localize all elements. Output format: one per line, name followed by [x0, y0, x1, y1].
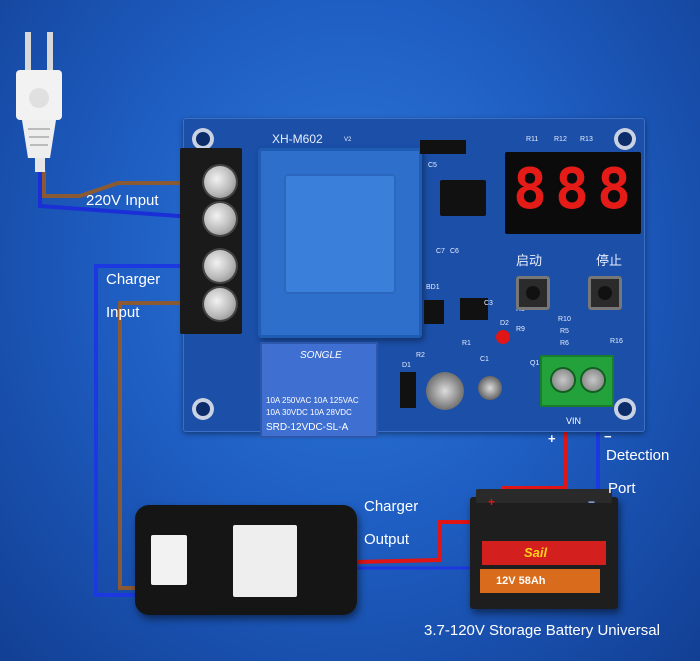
diode-d1 — [400, 372, 416, 408]
terminal-plus-mark: + — [548, 431, 556, 446]
terminal-screw-3[interactable] — [204, 250, 236, 282]
relay-rating-2: 10A 30VDC 10A 28VDC — [266, 408, 352, 417]
label-charger-output-2: Output — [364, 531, 410, 548]
silk-c5: C5 — [428, 162, 437, 169]
silk-r5: R5 — [560, 328, 569, 335]
charger-adapter — [135, 505, 357, 615]
relay-brand: SONGLE — [300, 350, 342, 361]
relay-model: SRD-12VDC-SL-A — [266, 422, 349, 433]
stop-button[interactable] — [588, 276, 622, 310]
ac-plug-icon — [16, 32, 62, 172]
silk-r2: R2 — [416, 352, 425, 359]
battery-rating: 12V 58Ah — [496, 575, 546, 587]
silk-r9: R9 — [516, 326, 525, 333]
silk-r6: R6 — [560, 340, 569, 347]
label-charger-input-1: Charger — [106, 271, 161, 288]
detection-screw-positive[interactable] — [552, 369, 574, 391]
seven-segment-display: 8 8 8 — [505, 152, 641, 234]
start-button[interactable] — [516, 276, 550, 310]
silk-c7: C7 — [436, 248, 445, 255]
terminal-screw-2[interactable] — [204, 203, 236, 235]
mount-hole-bl — [192, 398, 214, 420]
silk-bd1: BD1 — [426, 284, 440, 291]
display-digit-1: 8 — [513, 157, 547, 222]
silk-r10: R10 — [558, 316, 571, 323]
mount-hole-br — [614, 398, 636, 420]
label-detection-2: Port — [608, 480, 636, 497]
relay-rating-1: 10A 250VAC 10A 125VAC — [266, 396, 359, 405]
silk-c1: C1 — [480, 356, 489, 363]
detection-screw-negative[interactable] — [582, 369, 604, 391]
storage-battery: Sail 12V 58Ah + − — [470, 489, 618, 609]
silk-r1: R1 — [462, 340, 471, 347]
start-button-label: 启动 — [516, 253, 543, 268]
transformer — [258, 148, 422, 338]
ac-wire-blue — [38, 170, 207, 220]
battery-brand: Sail — [524, 545, 548, 560]
battery-pole-positive: + — [488, 495, 496, 509]
header-pins — [420, 140, 466, 154]
charger-wire-blue — [94, 264, 206, 597]
silk-r16: R16 — [610, 338, 623, 345]
silk-q1: Q1 — [530, 360, 540, 367]
silk-c3: C3 — [484, 300, 493, 307]
battery-caption: 3.7-120V Storage Battery Universal — [424, 622, 660, 639]
display-digit-2: 8 — [555, 157, 589, 222]
terminal-minus-mark: − — [604, 429, 612, 444]
label-detection-1: Detection — [606, 447, 670, 464]
label-220v-input: 220V Input — [86, 192, 159, 209]
ic-chip — [440, 180, 486, 216]
mount-hole-tl — [192, 128, 214, 150]
label-charger-output-1: Charger — [364, 498, 419, 515]
battery-pole-negative: − — [588, 495, 596, 509]
relay: SONGLE 10A 250VAC 10A 125VAC 10A 30VDC 1… — [260, 342, 378, 438]
ac-wire-brown — [42, 170, 206, 198]
silk-r13: R13 — [580, 136, 593, 143]
capacitor-large — [426, 372, 464, 410]
silk-r11: R11 — [526, 136, 539, 143]
label-charger-input-2: Input — [106, 304, 140, 321]
charger-wire-brown — [118, 301, 206, 590]
bridge-rectifier — [424, 300, 444, 324]
regulator — [460, 298, 488, 320]
terminal-screw-4[interactable] — [204, 288, 236, 320]
silk-c6: C6 — [450, 248, 459, 255]
stop-button-label: 停止 — [596, 253, 623, 268]
silk-d2: D2 — [500, 320, 509, 327]
terminal-screw-1[interactable] — [204, 166, 236, 198]
mount-hole-tr — [614, 128, 636, 150]
board-model: XH-M602 — [272, 132, 323, 146]
terminal-vin-mark: VIN — [566, 416, 582, 426]
capacitor-small — [478, 376, 502, 400]
detection-terminal — [540, 355, 614, 407]
led-d2 — [496, 330, 510, 344]
display-digit-3: 8 — [597, 157, 631, 222]
silk-v2: V2 — [344, 137, 352, 143]
silk-r12: R12 — [554, 136, 567, 143]
silk-d1: D1 — [402, 362, 411, 369]
